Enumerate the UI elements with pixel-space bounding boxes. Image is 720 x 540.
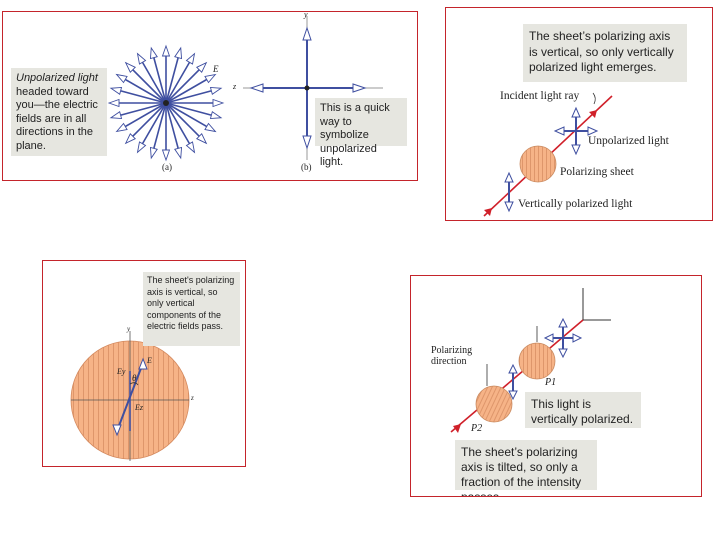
- arrowhead-icon: [210, 87, 221, 94]
- tilted-axis-note: The sheet’s polarizing axis is tilted, s…: [455, 440, 597, 490]
- arrowhead-icon: [150, 48, 157, 59]
- arrowhead-right-icon: [573, 334, 581, 342]
- panel-tilted-polarizer: Polarizing direction P1 P2 This light is…: [410, 275, 702, 497]
- figure-label-a: (a): [162, 162, 172, 172]
- p2-label: P2: [471, 423, 482, 434]
- polarizing-direction-label: Polarizing direction: [431, 345, 493, 367]
- arrowhead-icon: [205, 75, 215, 83]
- unpolarized-label: Unpolarized light: [588, 135, 669, 147]
- center-dot: [163, 100, 169, 106]
- arrowhead-icon: [150, 147, 157, 158]
- label-ey: Ey: [117, 367, 125, 376]
- arrowhead-icon: [186, 142, 194, 152]
- arrowhead-icon: [163, 46, 170, 56]
- figure-label-b: (b): [301, 162, 312, 172]
- arrowhead-icon: [205, 123, 215, 131]
- arrowhead-up-icon: [559, 319, 567, 327]
- unpolarized-note: Unpolarized light headed toward you—the …: [11, 68, 107, 156]
- label-y-axis: y: [304, 11, 308, 19]
- arrowhead-icon: [175, 147, 182, 158]
- panel-vertical-components: The sheet's polarizing axis is vertical,…: [42, 260, 246, 467]
- arrowhead-up-icon-2: [505, 173, 513, 182]
- sheet-label: Polarizing sheet: [560, 166, 634, 178]
- label-z: z: [191, 394, 194, 402]
- arrowhead-icon: [138, 54, 146, 64]
- vertically-polarized-note: This light is vertically polarized.: [525, 392, 641, 428]
- polarizer-p2: [476, 386, 512, 422]
- vertical-components-note: The sheet's polarizing axis is vertical,…: [143, 272, 240, 346]
- label-y: y: [127, 325, 130, 333]
- origin-dot: [305, 86, 310, 91]
- arrowhead-up-icon-2: [509, 365, 517, 373]
- arrowhead-icon: [117, 75, 127, 83]
- arrowhead-down-icon: [559, 349, 567, 357]
- radial-field-star: [109, 46, 223, 160]
- arrowhead-icon: [175, 48, 182, 59]
- arrowhead-right-icon: [588, 127, 597, 135]
- vertical-label: Vertically polarized light: [518, 198, 632, 210]
- polarizing-sheet-disc: [520, 146, 556, 182]
- arrowhead-down-icon: [303, 136, 311, 148]
- arrowhead-icon: [111, 87, 122, 94]
- arrowhead-icon: [109, 100, 119, 107]
- arrowhead-icon: [111, 112, 122, 119]
- label-e: E: [147, 356, 152, 365]
- label-z-axis: z: [233, 82, 236, 91]
- arrowhead-down-icon-2: [505, 202, 513, 211]
- polarizer-p1: [519, 343, 555, 379]
- arrowhead-up-icon: [303, 28, 311, 40]
- arrowhead-icon: [138, 142, 146, 152]
- quick-symbol-note: This is a quick way to symbolize unpolar…: [315, 98, 407, 146]
- arrowhead-icon: [213, 100, 223, 107]
- label-e-vector: E: [213, 64, 219, 74]
- label-theta: θ: [132, 373, 136, 383]
- p1-label: P1: [545, 377, 556, 388]
- polarizing-sheet-diagram: [446, 8, 712, 220]
- panel-polarizing-sheet: The sheet’s polarizing axis is vertical,…: [445, 7, 713, 221]
- leader-line: [593, 93, 595, 104]
- arrowhead-icon: [163, 150, 170, 160]
- label-ez: Ez: [135, 403, 143, 412]
- arrowhead-left-icon: [545, 334, 553, 342]
- axes-corner-mark: [583, 288, 611, 320]
- arrowhead-icon: [210, 112, 221, 119]
- arrowhead-icon: [117, 123, 127, 131]
- arrowhead-icon: [186, 54, 194, 64]
- arrowhead-up-icon: [572, 108, 580, 117]
- panel-unpolarized-light: Unpolarized light headed toward you—the …: [2, 11, 418, 181]
- arrowhead-down-icon: [572, 145, 580, 154]
- arrowhead-left-icon: [251, 84, 263, 92]
- arrowhead-right-icon: [353, 84, 365, 92]
- arrowhead-left-icon: [555, 127, 564, 135]
- incident-ray-label: Incident light ray: [500, 90, 579, 102]
